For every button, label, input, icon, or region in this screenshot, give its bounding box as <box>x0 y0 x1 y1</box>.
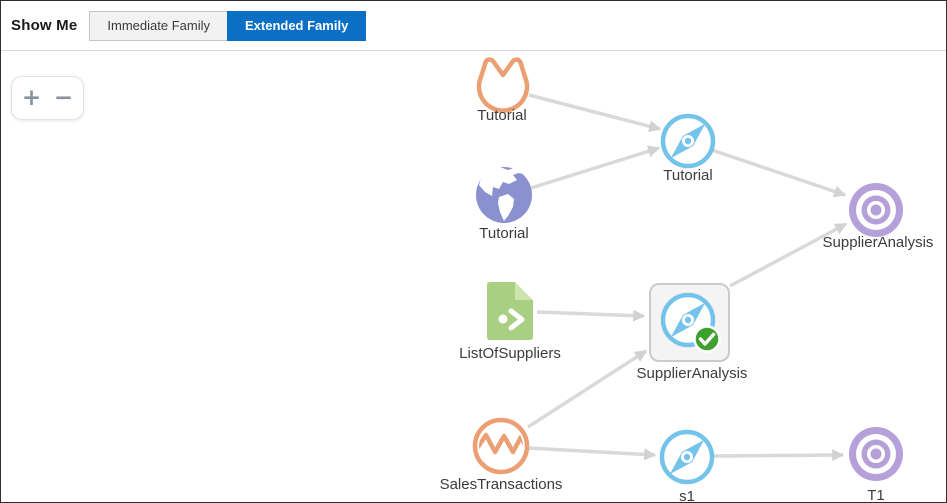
edge-s1-to-t1 <box>713 449 845 462</box>
family-toggle: Immediate Family Extended Family <box>89 10 367 41</box>
node-label: SalesTransactions <box>440 476 563 493</box>
node-label: SupplierAnalysis <box>637 365 748 382</box>
lineage-graph: Tutorial Tutorial <box>440 57 934 502</box>
immediate-family-button[interactable]: Immediate Family <box>89 10 227 41</box>
node-label: ListOfSuppliers <box>459 345 561 362</box>
lineage-canvas[interactable]: + − <box>1 51 946 502</box>
node-t1[interactable]: T1 <box>849 427 903 502</box>
node-label: T1 <box>867 487 885 502</box>
edge-supplier-analysis-workbook-to-supplier-analysis-target <box>729 222 848 288</box>
zoom-controls: + − <box>11 76 84 120</box>
globe-icon <box>476 166 532 223</box>
extended-family-button[interactable]: Extended Family <box>226 10 367 41</box>
node-supplier-analysis-workbook[interactable]: SupplierAnalysis <box>637 283 748 382</box>
bullseye-icon <box>849 183 903 237</box>
node-tutorial-map[interactable]: Tutorial <box>476 166 532 242</box>
node-label: s1 <box>679 488 695 502</box>
edge-tutorial-dataset-to-tutorial-workbook <box>528 93 662 133</box>
node-sales-transactions[interactable]: SalesTransactions <box>440 417 563 493</box>
edge-sales-transactions-to-s1 <box>527 446 657 461</box>
file-arrow-icon <box>487 282 533 340</box>
node-tutorial-workbook[interactable]: Tutorial <box>660 113 716 184</box>
edge-list-of-suppliers-to-supplier-analysis-workbook <box>536 309 646 322</box>
node-tutorial-dataset[interactable]: Tutorial <box>476 57 530 124</box>
node-supplier-analysis-target[interactable]: SupplierAnalysis <box>823 183 934 251</box>
edges <box>527 93 848 462</box>
node-label: SupplierAnalysis <box>823 234 934 251</box>
wave-bowl-icon <box>476 57 530 113</box>
edge-tutorial-workbook-to-supplier-analysis-target <box>711 148 847 198</box>
zoom-out-button[interactable]: − <box>48 78 80 118</box>
topbar: Show Me Immediate Family Extended Family <box>1 1 946 51</box>
zoom-in-button[interactable]: + <box>16 78 48 118</box>
check-badge-icon <box>693 325 721 353</box>
node-label: Tutorial <box>477 107 526 124</box>
bullseye-icon <box>849 427 903 481</box>
compass-check-icon <box>660 292 721 353</box>
compass-icon <box>659 429 715 485</box>
compass-icon <box>660 113 716 169</box>
node-label: Tutorial <box>479 225 528 242</box>
node-s1[interactable]: s1 <box>659 429 715 502</box>
node-list-of-suppliers[interactable]: ListOfSuppliers <box>459 282 561 362</box>
edge-tutorial-map-to-tutorial-workbook <box>530 145 661 190</box>
edge-sales-transactions-to-supplier-analysis-workbook <box>527 349 648 429</box>
node-label: Tutorial <box>663 167 712 184</box>
circle-wave-icon <box>472 417 530 475</box>
show-me-label: Show Me <box>11 17 78 34</box>
